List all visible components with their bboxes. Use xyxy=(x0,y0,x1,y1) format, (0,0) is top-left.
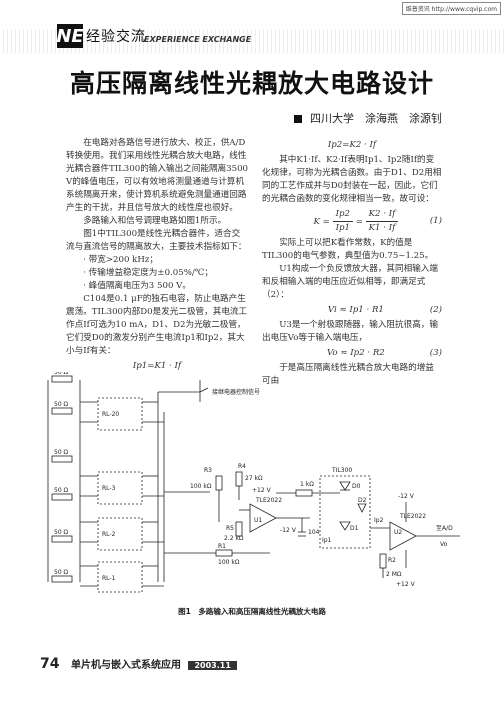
page-footer: 74 单片机与嵌入式系统应用 2003.11 xyxy=(40,656,237,672)
bullet-square-icon xyxy=(294,115,302,123)
para-u3: U3是一个射极跟随器，输入阻抗很高，输出电压Vo等于输入端电压， xyxy=(262,320,438,343)
label-sw-note: 接继电器控制信号 xyxy=(212,388,260,396)
label-ip1: Ip1 xyxy=(322,537,332,544)
label-r6v: 1 kΩ xyxy=(300,481,314,488)
figure-caption: 图1 多路输入和高压隔离线性光耦放大电路 xyxy=(178,607,326,616)
left-column: 在电路对各路信号进行放大、校正，供A/D转换使用。我们采用线性光耦合放大电路，线… xyxy=(66,137,248,375)
para-til300: 图1中TIL300是线性光耦合器件，适合交流与直流信号的隔离放大，主要技术指标如… xyxy=(66,229,247,252)
circuit-diagram: 50 Ω 50 Ω 50 Ω 50 Ω 50 Ω 50 Ω RL-20 RL-3… xyxy=(47,372,460,593)
authors: 四川大学 涂海燕 涂源钊 xyxy=(294,110,442,126)
para-fig-ref: 多路输入和信号调理电路如图1所示。 xyxy=(83,216,227,226)
label-cap: 104 xyxy=(308,529,320,536)
label-r50: 50 Ω xyxy=(54,449,69,456)
para-k-value: 实际上可以把K看作常数，K的值是TIL300的电气参数，典型值为0.75~1.2… xyxy=(262,238,434,261)
label-rl20: RL-20 xyxy=(102,411,119,418)
label-r2v: 2 MΩ xyxy=(386,571,402,578)
label-d0: D0 xyxy=(352,483,361,490)
journal-name: 单片机与嵌入式系统应用 xyxy=(70,660,181,671)
label-r1: R1 xyxy=(218,543,226,550)
label-r5v: 2.2 kΩ xyxy=(224,535,244,542)
label-vpos: +12 V xyxy=(252,487,272,494)
para-coupling: 其中K1·If、K2·If表明Ip1、Ip2随If的变化规律，可称为光耦合函数。… xyxy=(262,155,442,204)
label-r50: 50 Ω xyxy=(54,529,69,536)
label-rl2: RL-2 xyxy=(102,531,116,538)
label-d2: D2 xyxy=(358,497,367,504)
article-title: 高压隔离线性光耦放大电路设计 xyxy=(69,69,434,98)
label-u2: U2 xyxy=(394,529,402,536)
label-rl1: RL-1 xyxy=(102,575,116,582)
para-gain: 于是高压隔离线性光耦合放大电路的增益可由 xyxy=(262,363,434,386)
label-r5: R5 xyxy=(226,525,234,532)
journal-logo: NE xyxy=(56,24,84,48)
label-ip2: Ip2 xyxy=(374,517,384,524)
label-r1v: 100 kΩ xyxy=(218,559,240,566)
equation-2: Vi ≈ Ip1 · R1(2) xyxy=(327,305,442,315)
label-r50: 50 Ω xyxy=(54,401,69,408)
watermark: 维普资讯 http://www.cqvip.com xyxy=(401,2,501,15)
label-rl3: RL-3 xyxy=(102,485,116,492)
header-strip xyxy=(0,30,504,54)
label-vpos-u2: +12 V xyxy=(396,581,416,588)
label-r4: R4 xyxy=(238,463,246,470)
equation-ip2: Ip2=K2 · If xyxy=(327,140,377,150)
label-tle2022-u2: TLE2022 xyxy=(399,513,426,520)
label-d1: D1 xyxy=(350,525,359,532)
label-out: 至A/D xyxy=(436,525,453,532)
label-r50: 50 Ω xyxy=(54,487,69,494)
label-til300: TIL300 xyxy=(331,467,352,474)
label-r50: 50 Ω xyxy=(54,569,69,576)
para-c104: C104是0.1 μF的独石电容，防止电路产生震荡。TIL300内部D0是发光二… xyxy=(66,294,248,356)
section-label: 经验交流 xyxy=(86,29,146,45)
para-intro: 在电路对各路信号进行放大、校正，供A/D转换使用。我们采用线性光耦合放大电路，线… xyxy=(66,138,249,213)
spec-item: · 带宽>200 kHz； xyxy=(83,255,158,265)
label-vo: Vo xyxy=(440,541,448,548)
equation-3: Vo ≈ Ip2 · R2(3) xyxy=(327,348,442,358)
label-u1: U1 xyxy=(254,517,262,524)
spec-item: · 峰值隔离电压为3 500 V。 xyxy=(83,281,191,291)
label-r2: R2 xyxy=(388,557,396,564)
label-r3v: 100 kΩ xyxy=(190,483,212,490)
equation-ip1: Ip1=K1 · If xyxy=(132,361,182,371)
spec-item: · 传输增益稳定度为±0.05%/℃； xyxy=(83,268,214,278)
issue-badge: 2003.11 xyxy=(188,661,237,670)
label-r3: R3 xyxy=(204,467,212,474)
right-column: Ip2=K2 · If 其中K1·If、K2·If表明Ip1、Ip2随If的变化… xyxy=(262,137,442,388)
page-number: 74 xyxy=(40,656,60,672)
label-r50: 50 Ω xyxy=(54,372,69,376)
label-r4v: 27 kΩ xyxy=(245,475,263,482)
label-tle2022: TLE2022 xyxy=(255,497,282,504)
para-u1: U1构成一个负反馈放大器，其同相输入端和反相输入端的电压应近似相等，即满足式（2… xyxy=(262,264,438,300)
label-vneg: -12 V xyxy=(280,527,297,534)
section-label-en: EXPERIENCE EXCHANGE xyxy=(144,35,252,44)
label-vneg-u2: -12 V xyxy=(398,493,415,500)
